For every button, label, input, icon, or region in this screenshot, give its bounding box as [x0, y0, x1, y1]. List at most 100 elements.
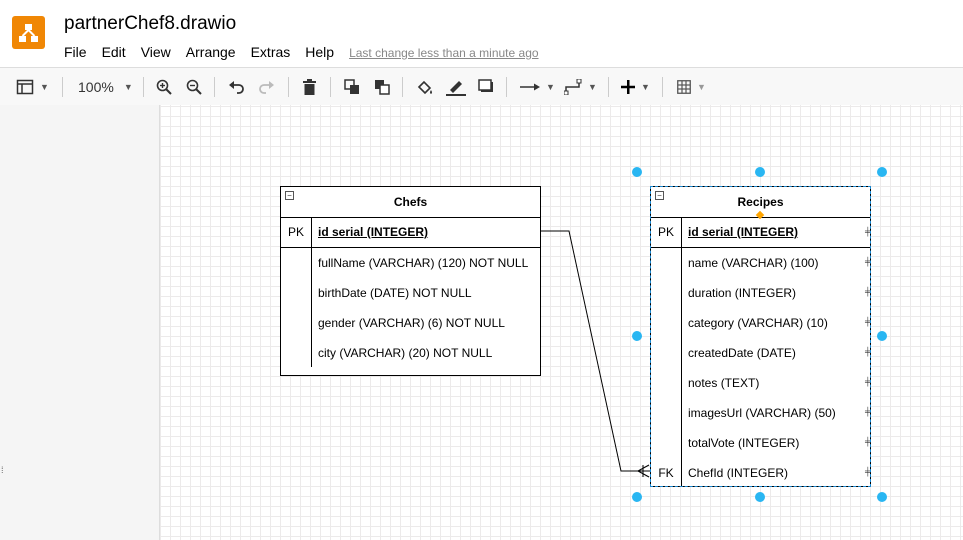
recipes-fk-row[interactable]: FK ChefId (INTEGER) — [651, 458, 870, 488]
chefs-field-row[interactable]: fullName (VARCHAR) (120) NOT NULL — [281, 248, 540, 278]
field-label: category (VARCHAR) (10) — [688, 316, 828, 330]
zoom-level: 100% — [78, 79, 114, 95]
table-button[interactable]: ▼ — [677, 77, 706, 97]
recipes-pk-row[interactable]: PK id serial (INTEGER) — [651, 217, 870, 248]
format-panel-icon — [16, 78, 34, 96]
relationship-connector[interactable] — [160, 105, 963, 540]
resize-handle-n[interactable] — [755, 167, 765, 177]
field-label: duration (INTEGER) — [688, 286, 797, 300]
connection-point-icon[interactable]: ╪ — [865, 407, 871, 416]
chevron-down-icon: ▼ — [697, 82, 706, 92]
last-change-status[interactable]: Last change less than a minute ago — [349, 46, 539, 60]
recipes-table-title: Recipes — [737, 195, 784, 209]
redo-icon — [258, 79, 275, 95]
collapse-icon[interactable]: − — [655, 191, 664, 200]
recipes-field-row[interactable]: name (VARCHAR) (100) — [651, 248, 870, 278]
collapse-icon[interactable]: − — [285, 191, 294, 200]
zoom-out-button[interactable] — [186, 77, 202, 97]
resize-handle-e[interactable] — [877, 331, 887, 341]
redo-button[interactable] — [258, 77, 275, 97]
undo-icon — [228, 79, 245, 95]
chefs-field-row[interactable]: birthDate (DATE) NOT NULL — [281, 278, 540, 308]
connection-point-icon[interactable]: ╪ — [865, 317, 871, 326]
recipes-field-row[interactable]: createdDate (DATE) — [651, 338, 870, 368]
undo-button[interactable] — [228, 77, 245, 97]
pk-label: PK — [657, 225, 674, 239]
toolbar-divider — [288, 77, 289, 97]
recipes-field-row[interactable]: notes (TEXT) — [651, 368, 870, 398]
recipes-field-row[interactable]: imagesUrl (VARCHAR) (50) — [651, 398, 870, 428]
toolbar-divider — [143, 77, 144, 97]
chefs-pk-row[interactable]: PK id serial (INTEGER) — [281, 217, 540, 248]
diagram-canvas[interactable]: − Chefs PK id serial (INTEGER) fullName … — [160, 105, 963, 540]
connection-style-button[interactable]: ▼ — [520, 77, 555, 97]
field-label: city (VARCHAR) (20) NOT NULL — [318, 346, 493, 360]
chefs-field-row[interactable]: city (VARCHAR) (20) NOT NULL — [281, 338, 540, 368]
line-color-icon — [446, 78, 466, 96]
chevron-down-icon: ▼ — [123, 82, 133, 92]
menu-edit[interactable]: Edit — [101, 44, 126, 60]
shadow-button[interactable] — [478, 77, 495, 97]
menu-arrange[interactable]: Arrange — [185, 44, 236, 60]
recipes-field-row[interactable]: duration (INTEGER) — [651, 278, 870, 308]
toolbar-divider — [402, 77, 403, 97]
menu-view[interactable]: View — [140, 44, 171, 60]
chefs-pk-field: id serial (INTEGER) — [318, 225, 429, 239]
shadow-icon — [478, 79, 495, 95]
connection-point-icon[interactable]: ╪ — [865, 467, 871, 476]
field-label: imagesUrl (VARCHAR) (50) — [688, 406, 836, 420]
waypoints-button[interactable]: ▼ — [564, 77, 597, 97]
recipes-table[interactable]: − Recipes PK id serial (INTEGER) name (V… — [650, 186, 871, 487]
resize-handle-w[interactable] — [632, 331, 642, 341]
resize-handle-nw[interactable] — [632, 167, 642, 177]
insert-button[interactable]: ▼ — [621, 77, 650, 97]
field-label: totalVote (INTEGER) — [688, 436, 800, 450]
resize-handle-ne[interactable] — [877, 167, 887, 177]
drawio-logo-icon — [12, 16, 45, 49]
plus-icon — [621, 80, 635, 94]
menu-extras[interactable]: Extras — [250, 44, 291, 60]
chefs-table[interactable]: − Chefs PK id serial (INTEGER) fullName … — [280, 186, 541, 376]
field-label: gender (VARCHAR) (6) NOT NULL — [318, 316, 505, 330]
connection-icon — [520, 81, 540, 93]
delete-button[interactable] — [302, 77, 317, 97]
connection-point-icon[interactable]: ╪ — [865, 377, 871, 386]
menu-file[interactable]: File — [64, 44, 87, 60]
column-divider — [681, 217, 682, 487]
chevron-down-icon: ▼ — [40, 82, 49, 92]
toolbar-divider — [506, 77, 507, 97]
format-panel-button[interactable]: ▼ — [16, 77, 49, 97]
recipes-field-row[interactable]: category (VARCHAR) (10) — [651, 308, 870, 338]
to-back-button[interactable] — [374, 77, 390, 97]
line-color-button[interactable] — [446, 77, 466, 97]
menu-help[interactable]: Help — [305, 44, 335, 60]
column-divider — [311, 217, 312, 367]
resize-handle-s[interactable] — [755, 492, 765, 502]
sidebar-resize-handle[interactable]: ⁞ — [1, 465, 4, 475]
connection-point-icon[interactable]: ╪ — [865, 437, 871, 446]
chefs-table-header[interactable]: − Chefs — [281, 187, 540, 218]
recipes-field-row[interactable]: totalVote (INTEGER) — [651, 428, 870, 458]
field-label: fullName (VARCHAR) (120) NOT NULL — [318, 256, 529, 270]
toolbar: ▼ 100% ▼ — [0, 67, 963, 106]
waypoints-icon — [564, 79, 582, 95]
menu-bar: File Edit View Arrange Extras Help Last … — [64, 44, 554, 60]
resize-handle-sw[interactable] — [632, 492, 642, 502]
chefs-field-row[interactable]: gender (VARCHAR) (6) NOT NULL — [281, 308, 540, 338]
connection-point-icon[interactable]: ╪ — [865, 257, 871, 266]
fill-color-button[interactable] — [416, 77, 434, 97]
connection-point-icon[interactable]: ╪ — [865, 287, 871, 296]
fk-label: FK — [658, 466, 674, 480]
zoom-in-button[interactable] — [156, 77, 172, 97]
resize-handle-se[interactable] — [877, 492, 887, 502]
chevron-down-icon: ▼ — [588, 82, 597, 92]
connection-point-icon[interactable]: ╪ — [865, 227, 871, 236]
connection-point-icon[interactable]: ╪ — [865, 347, 871, 356]
to-back-icon — [374, 79, 390, 95]
zoom-dropdown[interactable]: 100% ▼ — [78, 77, 133, 97]
table-icon — [677, 80, 691, 94]
delete-icon — [302, 79, 317, 95]
to-front-button[interactable] — [344, 77, 360, 97]
document-title[interactable]: partnerChef8.drawio — [64, 13, 237, 34]
pk-label: PK — [287, 225, 304, 239]
